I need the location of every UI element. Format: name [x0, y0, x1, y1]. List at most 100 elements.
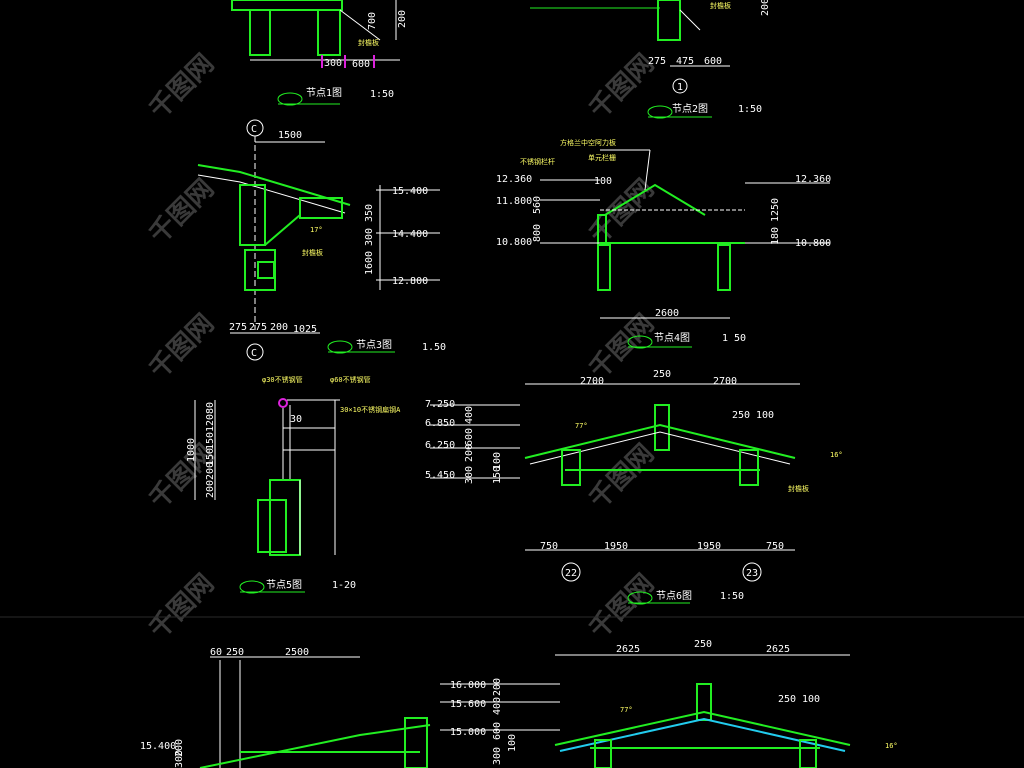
dim-label: 100	[756, 410, 774, 421]
elevation-label: 16.000	[450, 680, 486, 691]
dim-label: 275	[648, 56, 666, 67]
watermark: 千图网	[144, 569, 220, 645]
dim-label: 2500	[285, 647, 309, 658]
dim-label: 250	[694, 639, 712, 650]
detail-6: 2700 250 2700 77° 250 100 16° 封檐板 7.250 …	[425, 369, 843, 605]
dim-label: 100	[507, 734, 518, 752]
dim-label: 600	[352, 59, 370, 70]
dim-label: 400	[464, 406, 475, 424]
dim-label: 300	[174, 750, 185, 768]
dim-label: 1025	[293, 324, 317, 335]
dim-label: 800	[532, 224, 543, 242]
dim-label: 60	[210, 647, 222, 658]
elevation-label: 14.400	[392, 229, 428, 240]
detail-title: 节点5图	[266, 579, 302, 591]
dim-label: 1500	[278, 130, 302, 141]
annotation: 封檐板	[358, 38, 379, 47]
dim-label: 275	[229, 322, 247, 333]
elevation-label: 10.800	[496, 237, 532, 248]
angle-label: 16°	[830, 451, 843, 459]
detail-title: 节点4图	[654, 332, 690, 344]
watermark: 千图网	[144, 309, 220, 385]
dim-label: 100	[492, 452, 503, 470]
dim-label: 2700	[713, 376, 737, 387]
dim-label: 1950	[604, 541, 628, 552]
dim-label: 120	[205, 414, 216, 432]
detail-1: 300 600 封檐板 200 700 节点1图 1:50	[231, 0, 408, 106]
detail-scale: 1.50	[422, 342, 446, 353]
elevation-label: 15.600	[450, 699, 486, 710]
axis-label: C	[251, 124, 257, 135]
annotation: 封檐板	[710, 1, 731, 10]
angle-label: 17°	[310, 226, 323, 234]
dim-label: 700	[367, 12, 378, 30]
dim-label: 250	[226, 647, 244, 658]
detail-2: 封檐板 275 475 600 1 200 节点2图 1:50	[530, 0, 771, 119]
detail-title: 节点2图	[672, 103, 708, 115]
elevation-label: 12.360	[496, 174, 532, 185]
dim-label: 300	[492, 747, 503, 765]
detail-title: 节点3图	[356, 339, 392, 351]
dim-label: 2700	[580, 376, 604, 387]
dim-label: 150	[205, 448, 216, 466]
dim-label: 2625	[766, 644, 790, 655]
angle-label: 77°	[620, 706, 633, 714]
dim-label: 100	[594, 176, 612, 187]
dim-label: 560	[532, 196, 543, 214]
dim-label: 600	[704, 56, 722, 67]
detail-title: 节点1图	[306, 87, 342, 99]
dim-label: 300	[364, 228, 375, 246]
dim-label: 200	[464, 444, 475, 462]
detail-5: φ30不锈钢管 φ60不锈钢管 30×10不锈钢扁钢A 30 1000 80 1…	[186, 375, 401, 594]
dim-label: 250	[732, 410, 750, 421]
dim-label: 200	[492, 678, 503, 696]
watermark: 千图网	[584, 569, 660, 645]
dim-label: 600	[464, 428, 475, 446]
dim-label: 350	[364, 204, 375, 222]
watermark: 千图网	[144, 49, 220, 125]
elevation-label: 6.250	[425, 440, 455, 451]
dim-label: 30	[290, 414, 302, 425]
dim-label: 1000	[186, 438, 197, 462]
detail-scale: 1:50	[738, 104, 762, 115]
detail-scale: 1 50	[722, 333, 746, 344]
detail-7: 60 250 2500 15.400 200 300	[140, 647, 431, 768]
dim-label: 250	[653, 369, 671, 380]
watermark: 千图网	[144, 174, 220, 250]
watermark: 千图网	[584, 439, 660, 515]
dim-label: 200	[205, 480, 216, 498]
detail-scale: 1:50	[370, 89, 394, 100]
axis-label: C	[251, 348, 257, 359]
detail-3: C 1500 17° 封檐板 15.400 14.400 12.800 350 …	[197, 119, 446, 361]
dim-label: 200	[760, 0, 771, 16]
dim-label: 1250	[770, 198, 781, 222]
elevation-label: 15.400	[392, 186, 428, 197]
dim-label: 180	[770, 227, 781, 245]
dim-label: 80	[205, 402, 216, 414]
dim-label: 200	[205, 462, 216, 480]
elevation-label: 12.360	[795, 174, 831, 185]
annotation: 封檐板	[302, 248, 323, 257]
dim-label: 100	[802, 694, 820, 705]
dim-label: 400	[492, 697, 503, 715]
dim-label: 200	[174, 739, 185, 757]
elevation-label: 15.400	[140, 741, 176, 752]
dim-label: 2600	[655, 308, 679, 319]
dim-label: 1600	[364, 251, 375, 275]
annotation: 30×10不锈钢扁钢A	[340, 405, 401, 414]
dim-label: 200	[397, 10, 408, 28]
detail-scale: 1:50	[720, 591, 744, 602]
detail-8: 2625 250 2625 16.000 15.600 15.000 200 4…	[440, 639, 898, 768]
annotation: 封檐板	[788, 484, 809, 493]
annotation: 方格兰中空阿力板	[560, 138, 616, 147]
elevation-label: 5.450	[425, 470, 455, 481]
elevation-label: 10.800	[795, 238, 831, 249]
elevation-label: 11.800	[496, 196, 532, 207]
elevation-label: 6.850	[425, 418, 455, 429]
dim-label: 750	[766, 541, 784, 552]
angle-label: 16°	[885, 742, 898, 750]
dim-label: 150	[205, 432, 216, 450]
angle-label: 77°	[575, 422, 588, 430]
dim-label: 600	[492, 722, 503, 740]
